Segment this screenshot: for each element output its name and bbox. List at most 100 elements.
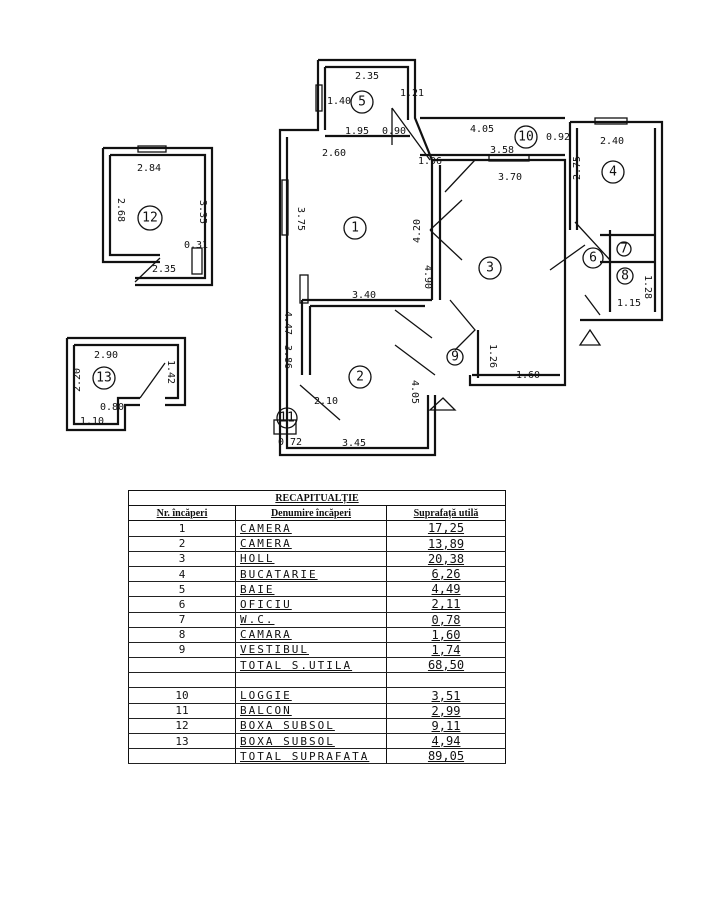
row-number: 12 — [128, 718, 236, 735]
row-number: 10 — [128, 687, 236, 704]
svg-text:13: 13 — [96, 371, 112, 386]
svg-text:2.10: 2.10 — [314, 396, 338, 407]
svg-text:6: 6 — [589, 251, 597, 266]
room-name: W.C. — [235, 612, 387, 628]
svg-text:4.20: 4.20 — [412, 219, 423, 243]
svg-text:4.05: 4.05 — [470, 124, 494, 135]
svg-text:3.70: 3.70 — [498, 172, 522, 183]
svg-text:1.15: 1.15 — [617, 298, 641, 309]
room-area: 1,60 — [386, 627, 506, 643]
table-title: RECAPITUALȚIE — [128, 490, 506, 507]
header-area: Suprafață utilă — [386, 505, 506, 522]
dimension-labels: 2.35 1.95 1.40 1.21 0.90 2.60 3.75 4.20 … — [72, 71, 653, 449]
room-marker-11: 11 — [276, 407, 298, 429]
room-name: BALCON — [235, 703, 387, 719]
svg-text:2: 2 — [356, 370, 364, 385]
room-marker-13: 13 — [92, 366, 116, 390]
row-number: 1 — [128, 520, 236, 537]
room-name: BUCATARIE — [235, 566, 387, 583]
room-area: 89,05 — [386, 748, 506, 765]
floor-plan: 1 2 3 4 5 6 7 8 9 10 11 12 13 2.35 1.95 … — [65, 58, 664, 457]
room-area: 6,26 — [386, 566, 506, 583]
room-name: HOLL — [235, 551, 387, 567]
room-marker-7: 7 — [616, 241, 632, 257]
svg-text:1: 1 — [351, 221, 359, 236]
row-number: 3 — [128, 551, 236, 567]
row-number — [128, 672, 236, 689]
svg-text:3.75: 3.75 — [295, 207, 306, 231]
svg-text:12: 12 — [142, 211, 158, 226]
svg-text:2.20: 2.20 — [72, 368, 83, 392]
header-name: Denumire încăperi — [235, 505, 387, 522]
room-name: TOTAL SUPRAFATA — [235, 748, 387, 765]
room-name: CAMERA — [235, 536, 387, 552]
svg-text:5: 5 — [358, 95, 366, 110]
room-area: 20,38 — [386, 551, 506, 567]
room-area: 68,50 — [386, 657, 506, 674]
svg-text:4.47: 4.47 — [282, 311, 293, 335]
room-marker-12: 12 — [137, 205, 163, 231]
svg-text:7: 7 — [620, 242, 628, 257]
row-number: 6 — [128, 596, 236, 613]
svg-text:1.10: 1.10 — [80, 416, 104, 427]
row-number: 8 — [128, 627, 236, 643]
svg-text:3.35: 3.35 — [197, 200, 208, 224]
room-marker-1: 1 — [343, 216, 367, 240]
svg-text:0.92: 0.92 — [546, 132, 570, 143]
svg-text:2.84: 2.84 — [137, 163, 161, 174]
room-name: LOGGIE — [235, 687, 387, 704]
svg-text:11: 11 — [279, 411, 295, 426]
room-area: 17,25 — [386, 520, 506, 537]
room-name: CAMERA — [235, 520, 387, 537]
svg-text:2.35: 2.35 — [152, 264, 176, 275]
recap-table: RECAPITUALȚIE Nr. încăperi Denumire încă… — [128, 490, 506, 765]
svg-text:2.60: 2.60 — [322, 148, 346, 159]
room-area: 2,99 — [386, 703, 506, 719]
room-marker-10: 10 — [514, 125, 538, 149]
room-marker-6: 6 — [582, 247, 604, 269]
svg-text:0.31: 0.31 — [184, 240, 208, 251]
storage-box-13 — [65, 336, 187, 432]
svg-text:3.45: 3.45 — [342, 438, 366, 449]
row-number: 11 — [128, 703, 236, 719]
svg-text:4.05: 4.05 — [409, 380, 420, 404]
row-number — [128, 748, 236, 765]
svg-text:0.72: 0.72 — [278, 437, 302, 448]
svg-text:8: 8 — [621, 269, 629, 284]
room-name: BAIE — [235, 581, 387, 598]
row-number: 4 — [128, 566, 236, 583]
room-area: 4,49 — [386, 581, 506, 598]
row-number: 5 — [128, 581, 236, 598]
room-area: 9,11 — [386, 718, 506, 735]
svg-text:3.58: 3.58 — [490, 145, 514, 156]
room-name: OFICIU — [235, 596, 387, 613]
svg-text:3: 3 — [486, 261, 494, 276]
room-area: 13,89 — [386, 536, 506, 552]
svg-text:1.26: 1.26 — [487, 344, 498, 368]
svg-text:3.40: 3.40 — [352, 290, 376, 301]
storage-box-12 — [101, 145, 214, 287]
svg-text:1.60: 1.60 — [516, 370, 540, 381]
room-marker-8: 8 — [616, 267, 634, 285]
room-marker-5: 5 — [350, 90, 374, 114]
svg-text:2.75: 2.75 — [572, 156, 583, 180]
room-name: BOXA SUBSOL — [235, 733, 387, 750]
room-marker-9: 9 — [446, 348, 464, 366]
table-row — [128, 672, 506, 689]
svg-text:1.40: 1.40 — [327, 96, 351, 107]
row-number: 2 — [128, 536, 236, 552]
svg-text:2.35: 2.35 — [355, 71, 379, 82]
room-marker-3: 3 — [478, 256, 502, 280]
apartment-walls — [273, 58, 664, 457]
svg-text:9: 9 — [451, 350, 459, 365]
